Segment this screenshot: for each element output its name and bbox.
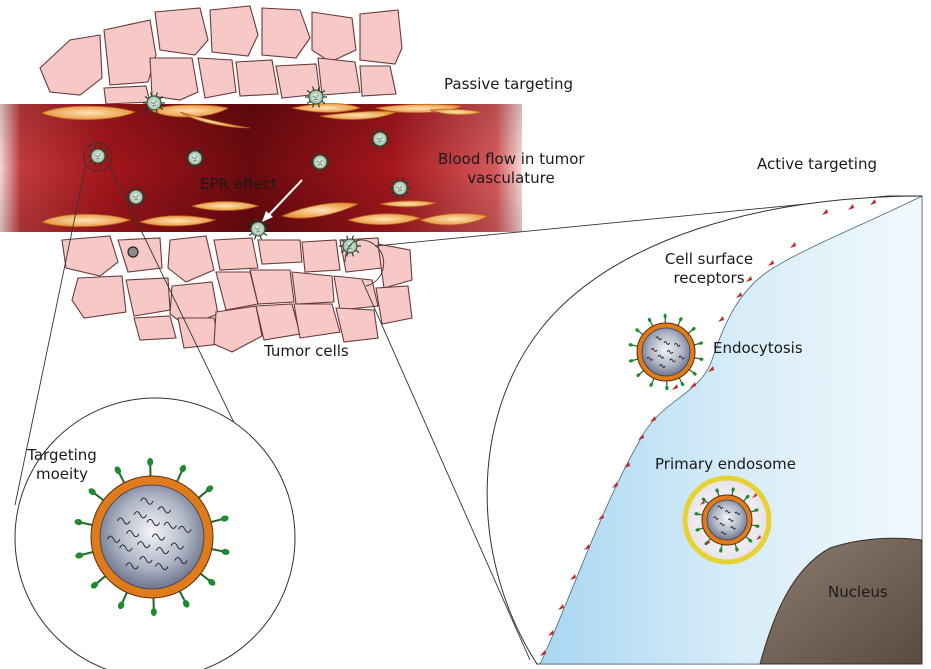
tumor-cells-bottom	[61, 235, 413, 353]
vessel-nanoparticles	[87, 86, 411, 257]
receptor	[558, 604, 564, 610]
small-nanoparticle	[143, 92, 165, 114]
receptor	[672, 384, 678, 390]
endocytosis-label: Endocytosis	[713, 339, 803, 357]
receptor	[584, 544, 590, 550]
nucleus-label: Nucleus	[828, 583, 888, 601]
tumor-cells-label: Tumor cells	[264, 342, 349, 360]
small-nanoparticle	[369, 128, 391, 150]
endosome-nanoparticle	[694, 487, 761, 553]
receptor	[624, 462, 630, 468]
targeting-label-line1: Targeting	[27, 446, 97, 464]
receptor	[768, 260, 774, 266]
small-nanoparticle	[309, 151, 331, 173]
passive-targeting-label: Passive targeting	[444, 75, 574, 93]
small-nanoparticle	[87, 145, 109, 167]
small-nanoparticle	[389, 177, 411, 199]
small-nanoparticle	[184, 147, 206, 169]
nucleus	[759, 537, 923, 665]
small-nanoparticle	[247, 218, 269, 240]
endothelial-cells	[41, 103, 490, 228]
large-nanoparticle	[74, 458, 230, 616]
endocytosis-nanoparticle	[628, 313, 704, 391]
tissue-nanoparticle	[127, 246, 139, 258]
cell-surface-receptors-label: Cell surface receptors	[656, 250, 762, 288]
receptor	[570, 574, 576, 580]
blood-vessel	[0, 104, 522, 232]
epr-effect-label: EPR effect	[200, 175, 277, 193]
blood-flow-label-line2: vasculature	[467, 169, 555, 187]
blood-flow-label: Blood flow in tumor vasculature	[438, 150, 585, 188]
receptor	[746, 276, 752, 282]
cell-zoom-region	[486, 195, 923, 665]
receptor	[690, 382, 696, 388]
primary-endosome-label: Primary endosome	[655, 455, 796, 473]
receptor	[548, 630, 554, 636]
targeting-label-line2: moeity	[36, 465, 88, 483]
receptor	[822, 209, 828, 215]
receptor	[650, 416, 656, 422]
receptor	[598, 514, 604, 520]
receptor	[848, 204, 854, 210]
blood-flow-label-line1: Blood flow in tumor	[438, 150, 585, 168]
receptor	[736, 292, 742, 298]
receptor	[612, 482, 618, 488]
receptor	[540, 650, 546, 656]
cell-surface-label-line2: receptors	[673, 269, 745, 287]
small-nanoparticle	[305, 86, 327, 108]
targeting-moeity-label: Targeting moeity	[20, 446, 104, 484]
small-nanoparticle	[125, 186, 147, 208]
tumor-cells-top	[39, 5, 403, 105]
receptor	[718, 316, 724, 322]
active-targeting-label: Active targeting	[757, 155, 877, 173]
cell-surface-receptors	[540, 199, 876, 656]
receptor	[790, 242, 796, 248]
receptor	[870, 199, 876, 205]
cell-surface-label-line1: Cell surface	[664, 250, 754, 268]
cell-cytoplasm	[539, 195, 923, 665]
epr-arrow	[262, 179, 303, 222]
receptor	[708, 366, 714, 372]
receptor	[638, 434, 644, 440]
